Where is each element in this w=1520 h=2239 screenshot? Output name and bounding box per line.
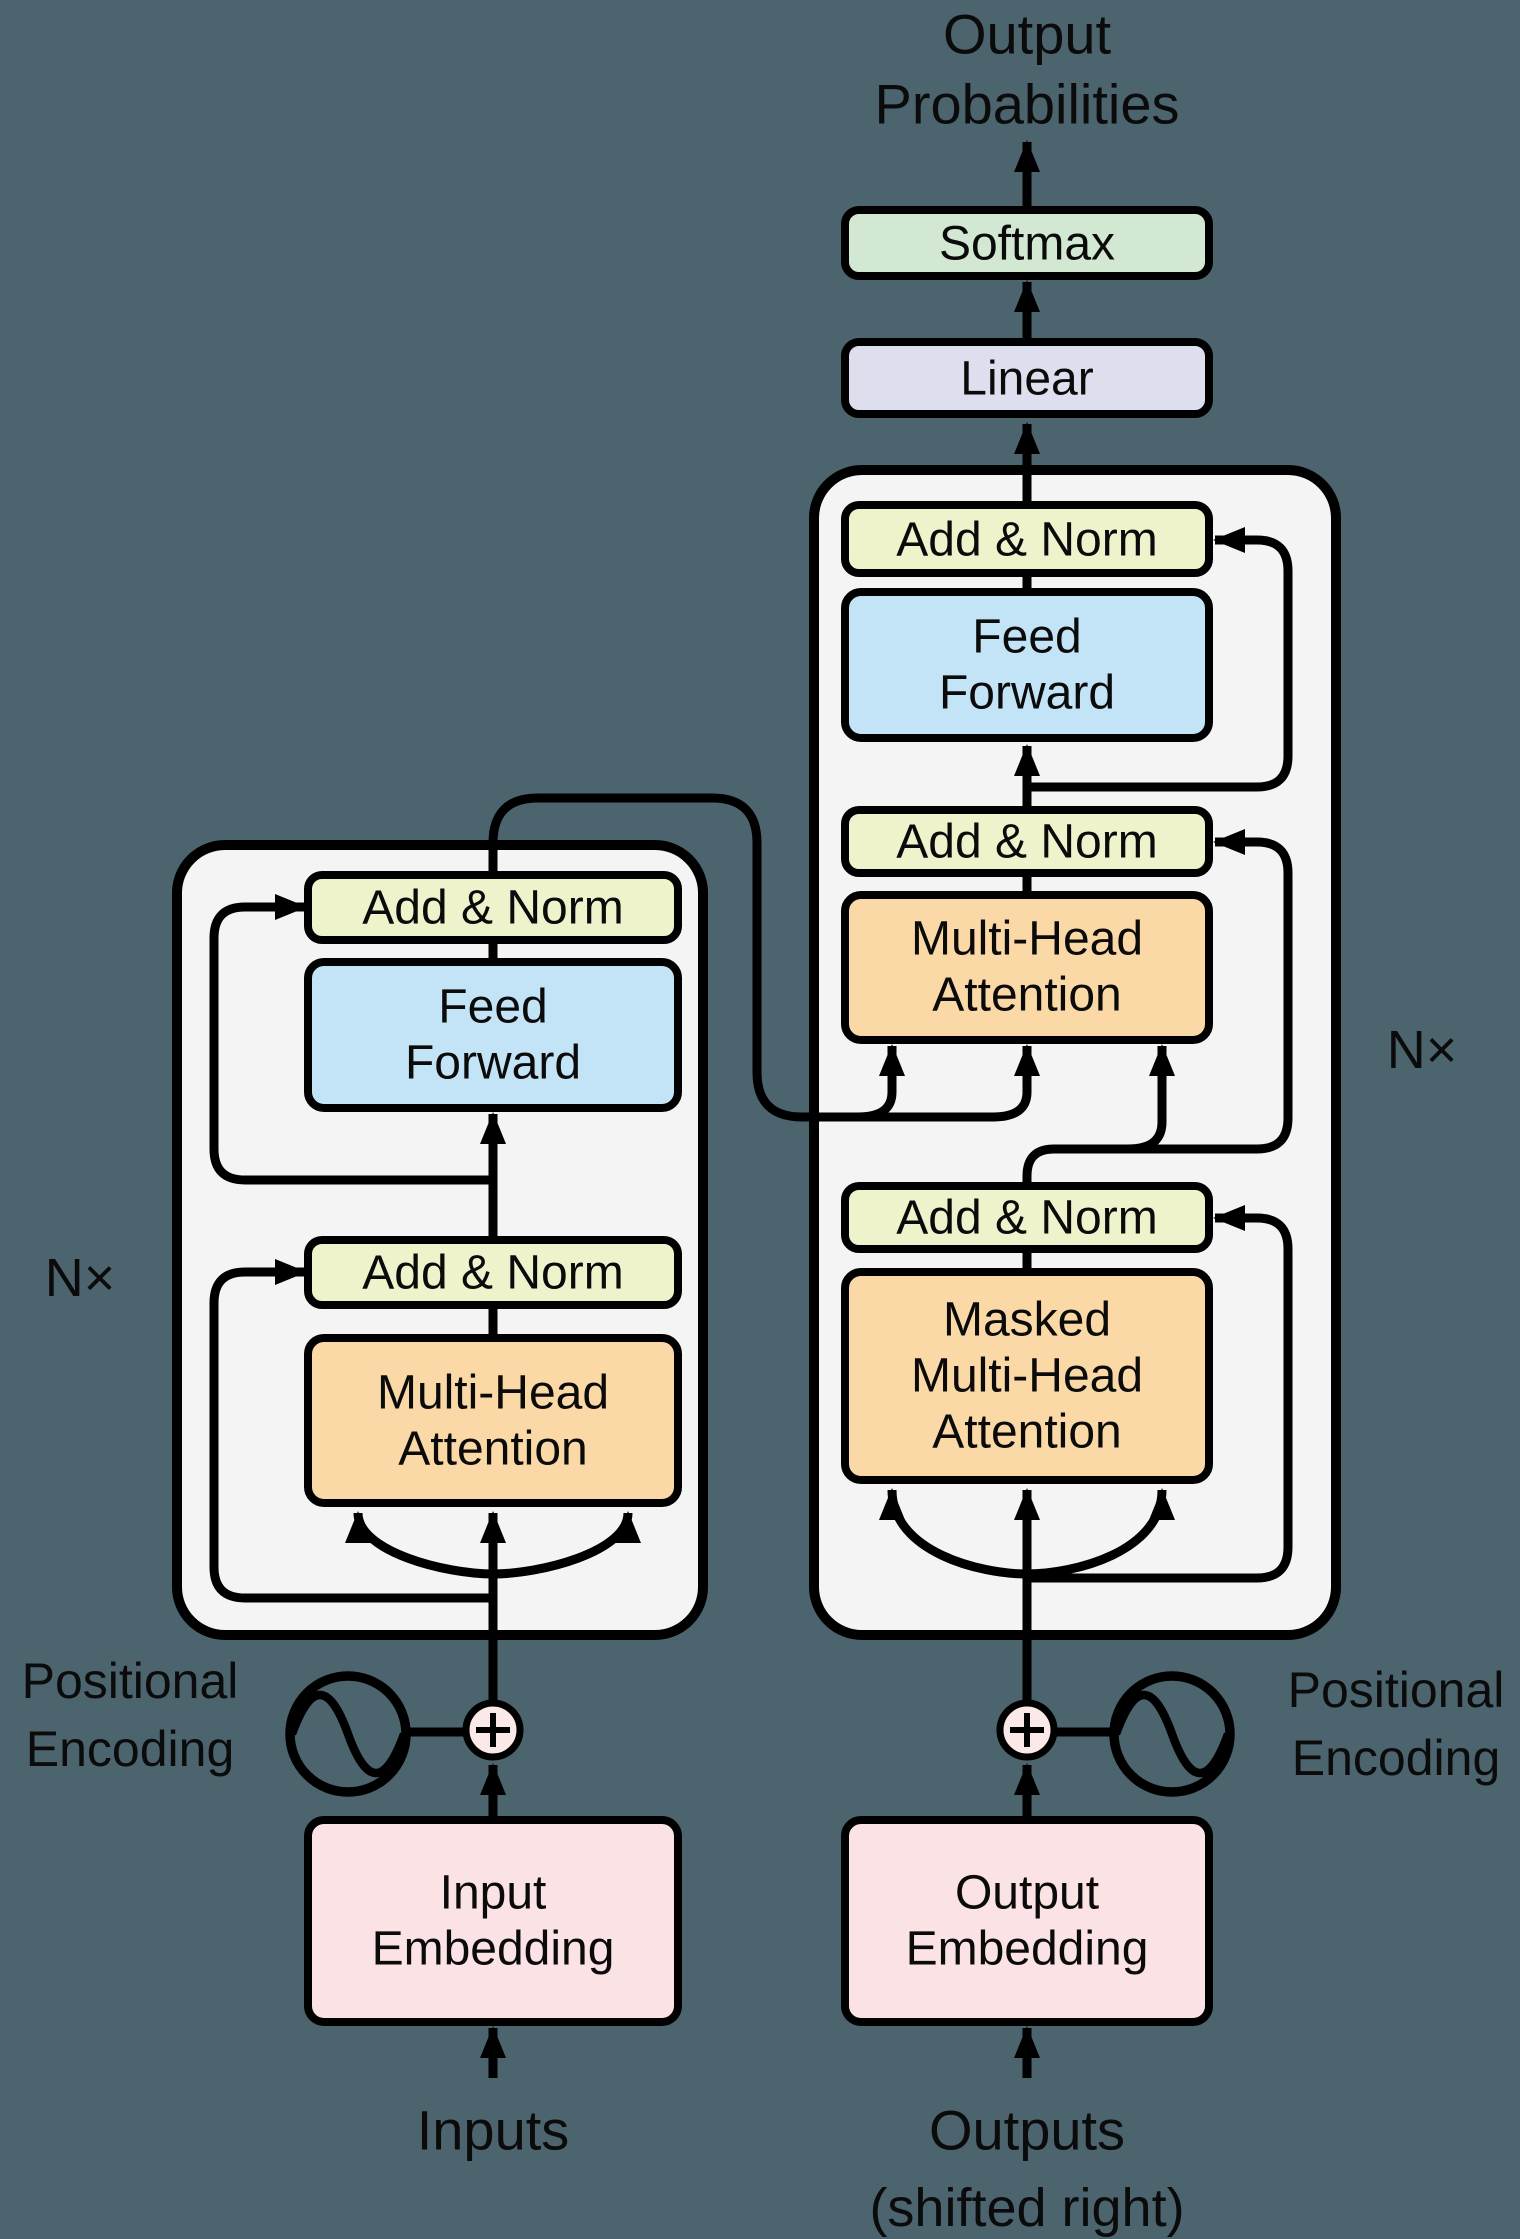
bridge-encoder-to-decoder — [488, 793, 1040, 1122]
decoder-feed-forward-node: Feed Forward — [841, 588, 1213, 742]
output-embedding-label-line2: Embedding — [906, 1923, 1149, 1976]
positional-encoding-left — [285, 1671, 524, 1797]
positional-encoding-left-label-line2: Encoding — [26, 1721, 235, 1777]
positional-encoding-right-label-line1: Positional — [1288, 1662, 1505, 1718]
masked-multi-head-attention-node: Masked Multi-Head Attention — [841, 1268, 1213, 1484]
encoder-mha-fork-right — [492, 1511, 641, 1579]
decoder-addnorm-middle-label: Add & Norm — [896, 816, 1157, 869]
decoder-addnorm-bottom-label: Add & Norm — [896, 1192, 1157, 1245]
sine-wave-icon — [1112, 1690, 1232, 1778]
bridge-branch-arrow — [857, 1044, 905, 1122]
masked-mha-fork-right — [1026, 1488, 1175, 1579]
input-embedding-label-line1: Input — [440, 1867, 547, 1920]
masked-mha-label-line3: Attention — [932, 1406, 1121, 1459]
residual-masked-mha — [1027, 1205, 1293, 1583]
plus-icon — [1010, 1713, 1044, 1747]
input-embedding-label-line2: Embedding — [372, 1923, 615, 1976]
residual-encoder-ff — [209, 894, 493, 1185]
encoder-multi-head-attention-node: Multi-Head Attention — [304, 1334, 682, 1507]
flow-connectors — [209, 140, 1293, 2078]
decoder-ff-label-line1: Feed — [972, 611, 1081, 664]
encoder-repeat-label: N× — [45, 1248, 116, 1308]
linear-label: Linear — [960, 353, 1093, 406]
masked-mha-fork-left — [879, 1488, 1028, 1579]
encoder-addnorm-top-label: Add & Norm — [362, 882, 623, 935]
decoder-ff-label-line2: Forward — [939, 667, 1115, 720]
encoder-mha-label-line1: Multi-Head — [377, 1367, 609, 1420]
encoder-addnorm-top-node: Add & Norm — [304, 871, 682, 944]
encoder-feed-forward-node: Feed Forward — [304, 958, 682, 1112]
input-embedding-node: Input Embedding — [304, 1816, 682, 2026]
masked-mha-label-line1: Masked — [943, 1294, 1111, 1347]
encoder-stack: Add & Norm Feed Forward Add & Norm Multi… — [304, 871, 682, 1507]
encoder-ff-label-line2: Forward — [405, 1037, 581, 1090]
encoder-ff-label-line1: Feed — [438, 981, 547, 1034]
decoder-multi-head-attention-node: Multi-Head Attention — [841, 891, 1213, 1044]
positional-encoding-right-label-line2: Encoding — [1292, 1730, 1501, 1786]
decoder-repeat-label: N× — [1387, 1020, 1458, 1080]
decoder-mha-label-line2: Attention — [932, 969, 1121, 1022]
decoder-addnorm-bottom-node: Add & Norm — [841, 1182, 1213, 1253]
encoder-mha-fork-left — [345, 1511, 494, 1579]
sine-wave-icon — [288, 1690, 408, 1778]
inputs-label: Inputs — [417, 2099, 570, 2162]
outputs-shifted-right-label: (shifted right) — [869, 2178, 1184, 2238]
residual-decoder-ff — [1027, 527, 1293, 792]
softmax-label: Softmax — [939, 218, 1115, 271]
linear-node: Linear — [841, 338, 1213, 418]
residual-encoder-mha — [209, 1259, 493, 1603]
decoder-mha-label-line1: Multi-Head — [911, 913, 1143, 966]
decoder-addnorm-middle-node: Add & Norm — [841, 806, 1213, 877]
encoder-addnorm-bottom-node: Add & Norm — [304, 1236, 682, 1309]
decoder-addnorm-top-node: Add & Norm — [841, 501, 1213, 577]
sine-circle-icon — [285, 1671, 411, 1797]
decoder-addnorm-top-label: Add & Norm — [896, 514, 1157, 567]
positional-encoding-left-label-line1: Positional — [22, 1653, 239, 1709]
output-probabilities-label-line1: Output — [943, 3, 1112, 66]
output-embedding-node: Output Embedding — [841, 1816, 1213, 2026]
outputs-label: Outputs — [929, 2099, 1125, 2162]
masked-mha-label-line2: Multi-Head — [911, 1350, 1143, 1403]
positional-encoding-right — [996, 1671, 1235, 1797]
softmax-node: Softmax — [841, 206, 1213, 280]
plus-icon — [476, 1713, 510, 1747]
decoder-stack: Softmax Linear Add & Norm Feed Forward A… — [841, 206, 1213, 1484]
query-arrow-decoder-mha — [1022, 1044, 1175, 1186]
output-probabilities-label-line2: Probabilities — [874, 73, 1179, 136]
encoder-addnorm-bottom-label: Add & Norm — [362, 1247, 623, 1300]
residual-decoder-mha — [1128, 829, 1293, 1154]
output-embedding-label-line1: Output — [955, 1867, 1099, 1920]
sine-circle-icon — [1109, 1671, 1235, 1797]
encoder-mha-label-line2: Attention — [398, 1423, 587, 1476]
